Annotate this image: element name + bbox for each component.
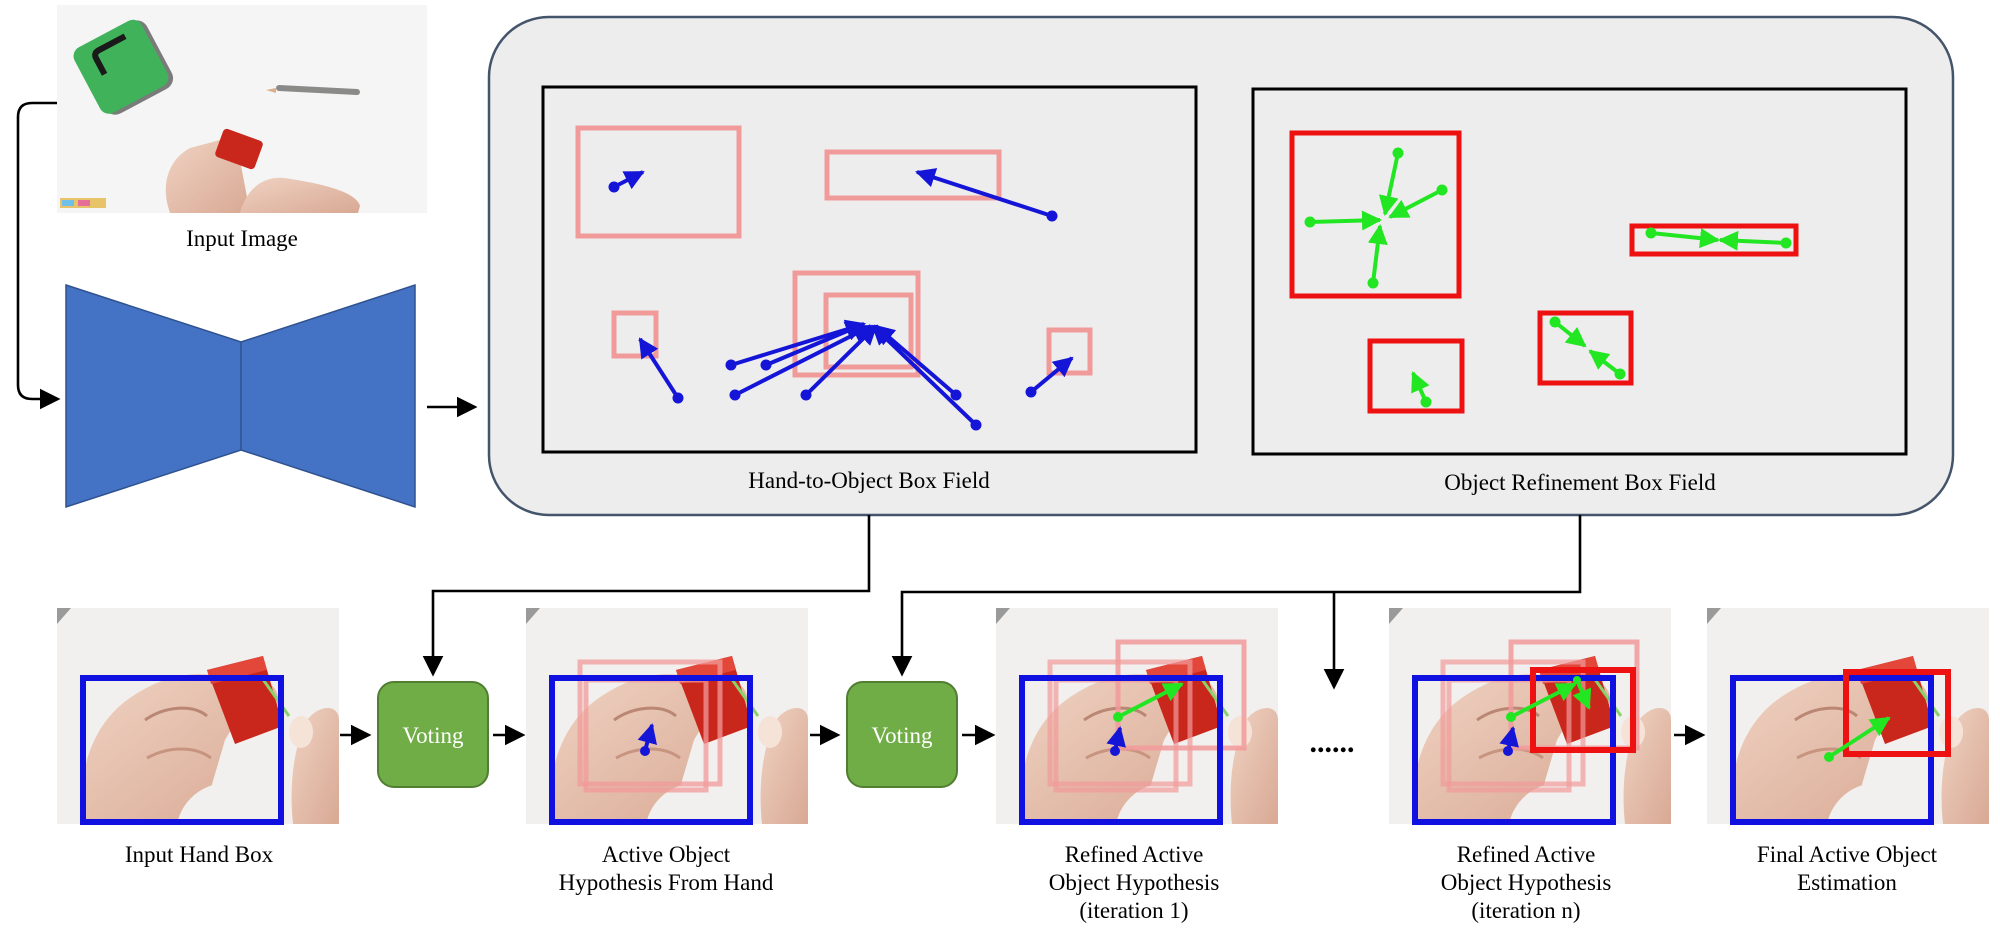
hand-to-object-field-label: Hand-to-Object Box Field bbox=[748, 468, 990, 493]
final-estimation-label-2: Estimation bbox=[1797, 870, 1897, 895]
refine-field-to-voting-connector bbox=[891, 515, 1582, 677]
active-object-hypothesis-label-1: Active Object bbox=[602, 842, 731, 867]
voting-button-2[interactable]: Voting bbox=[846, 681, 958, 788]
final-active-object-thumbnail bbox=[1705, 606, 1991, 826]
refined-iteration-n-label-3: (iteration n) bbox=[1471, 898, 1580, 923]
object-refinement-box-field bbox=[1251, 87, 1908, 456]
input-hand-box-label: Input Hand Box bbox=[125, 842, 274, 867]
refined-iteration-n-label-1: Refined Active bbox=[1457, 842, 1596, 867]
active-object-hypothesis-thumbnail bbox=[524, 606, 810, 826]
voting-button-1[interactable]: Voting bbox=[377, 681, 489, 788]
refined-hypothesis-iteration-1-thumbnail bbox=[994, 606, 1280, 826]
refined-iteration-1-label-3: (iteration 1) bbox=[1079, 898, 1188, 923]
voting-label-1: Voting bbox=[403, 723, 464, 748]
iteration-ellipsis: ...... bbox=[1310, 726, 1355, 759]
refined-iteration-1-label-1: Refined Active bbox=[1065, 842, 1204, 867]
hand-to-object-box-field bbox=[541, 85, 1198, 454]
input-image bbox=[57, 5, 427, 213]
final-estimation-label-1: Final Active Object bbox=[1757, 842, 1938, 867]
hand-field-to-voting-connector bbox=[422, 515, 871, 677]
refined-iteration-1-label-2: Object Hypothesis bbox=[1049, 870, 1220, 895]
input-hand-box-thumbnail bbox=[55, 606, 341, 826]
active-object-hypothesis-label-2: Hypothesis From Hand bbox=[559, 870, 774, 895]
refined-hypothesis-iteration-n-thumbnail bbox=[1387, 606, 1673, 826]
voting-label-2: Voting bbox=[872, 723, 933, 748]
suitcase-object bbox=[73, 19, 174, 115]
image-to-network-arrow bbox=[16, 101, 61, 410]
refined-iteration-n-label-2: Object Hypothesis bbox=[1441, 870, 1612, 895]
input-image-label: Input Image bbox=[186, 226, 298, 251]
object-refinement-field-label: Object Refinement Box Field bbox=[1444, 470, 1716, 495]
pencil-object bbox=[276, 84, 360, 96]
